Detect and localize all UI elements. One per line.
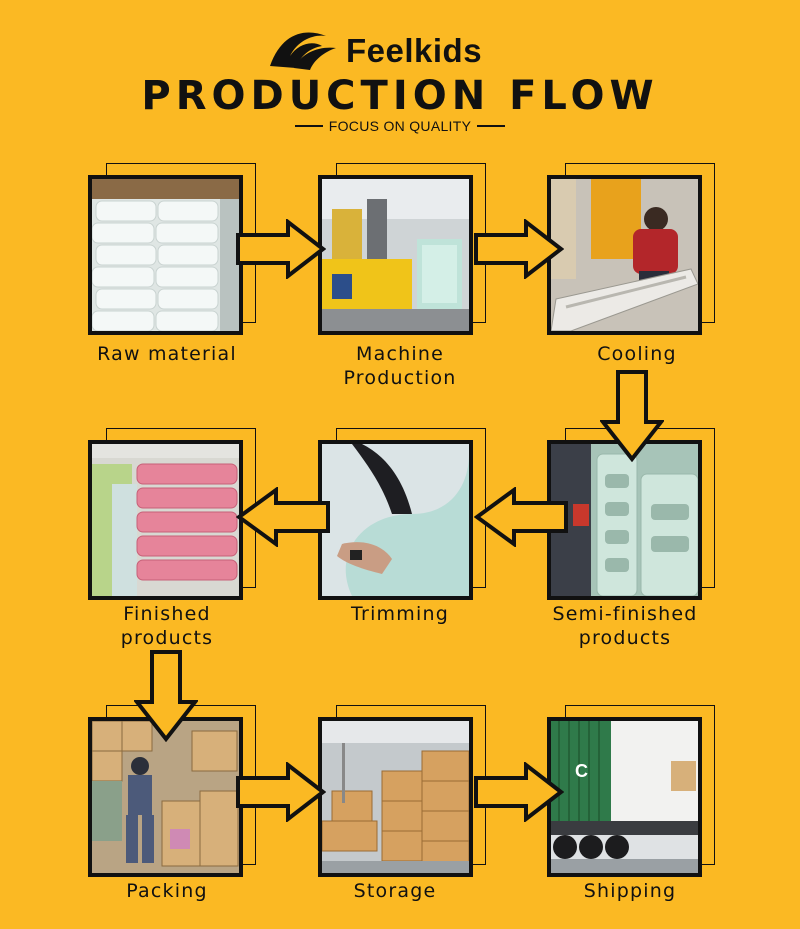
step-shipping: C	[547, 705, 715, 877]
step-label-line: Finished	[123, 603, 211, 625]
photo-trimming	[318, 440, 473, 600]
photo-shipping: C	[547, 717, 702, 877]
arrow-left-icon	[236, 487, 330, 547]
step-label-line: products	[578, 627, 672, 649]
step-label-line: Raw material	[97, 343, 237, 365]
arrow-right-icon	[474, 219, 564, 279]
brand-name: Feelkids	[346, 32, 483, 69]
photo-semi-finished	[547, 440, 702, 600]
svg-text:C: C	[575, 761, 588, 781]
arrow-down-icon	[600, 370, 664, 462]
page-title: PRODUCTION FLOW	[141, 73, 659, 119]
arrow-down-icon	[134, 650, 198, 742]
arrow-left-icon	[474, 487, 568, 547]
step-label-line: Shipping	[583, 880, 677, 902]
photo-raw-material	[88, 175, 243, 335]
step-label-line: Storage	[353, 880, 437, 902]
step-raw-material	[88, 163, 256, 335]
photo-finished-products	[88, 440, 243, 600]
photo-packing	[88, 717, 243, 877]
photo-machine-production	[318, 175, 473, 335]
arrow-right-icon	[236, 219, 326, 279]
step-label-trimming: Trimming	[300, 602, 500, 626]
step-semi-finished	[547, 428, 715, 600]
photo-storage	[318, 717, 473, 877]
step-label-packing: Packing	[67, 879, 267, 903]
step-packing	[88, 705, 256, 877]
step-machine-production	[318, 163, 486, 335]
step-label-semi-finished: Semi-finished products	[525, 602, 725, 650]
step-label-line: Packing	[126, 880, 208, 902]
step-trimming	[318, 428, 486, 600]
page-subtitle: FOCUS ON QUALITY	[328, 118, 472, 134]
step-finished-products	[88, 428, 256, 600]
feelkids-logo-icon	[270, 32, 336, 70]
subtitle-rule-left	[294, 125, 323, 127]
step-label-line: Trimming	[351, 603, 449, 625]
step-label-finished-products: Finished products	[67, 602, 267, 650]
step-storage	[318, 705, 486, 877]
step-label-line: products	[120, 627, 214, 649]
arrow-right-icon	[474, 762, 564, 822]
step-label-cooling: Cooling	[537, 342, 737, 366]
arrow-right-icon	[236, 762, 326, 822]
step-label-line: Cooling	[597, 343, 677, 365]
step-label-line: Production	[343, 367, 457, 389]
subtitle-row: FOCUS ON QUALITY	[0, 118, 800, 134]
step-label-line: Semi-finished	[552, 603, 698, 625]
step-label-machine-production: Machine Production	[300, 342, 500, 390]
step-label-shipping: Shipping	[530, 879, 730, 903]
step-label-line: Machine	[356, 343, 444, 365]
step-label-raw-material: Raw material	[67, 342, 267, 366]
step-cooling	[547, 163, 715, 335]
brand-logo: Feelkids	[268, 26, 538, 72]
subtitle-rule-right	[477, 125, 506, 127]
step-label-storage: Storage	[295, 879, 495, 903]
photo-cooling	[547, 175, 702, 335]
